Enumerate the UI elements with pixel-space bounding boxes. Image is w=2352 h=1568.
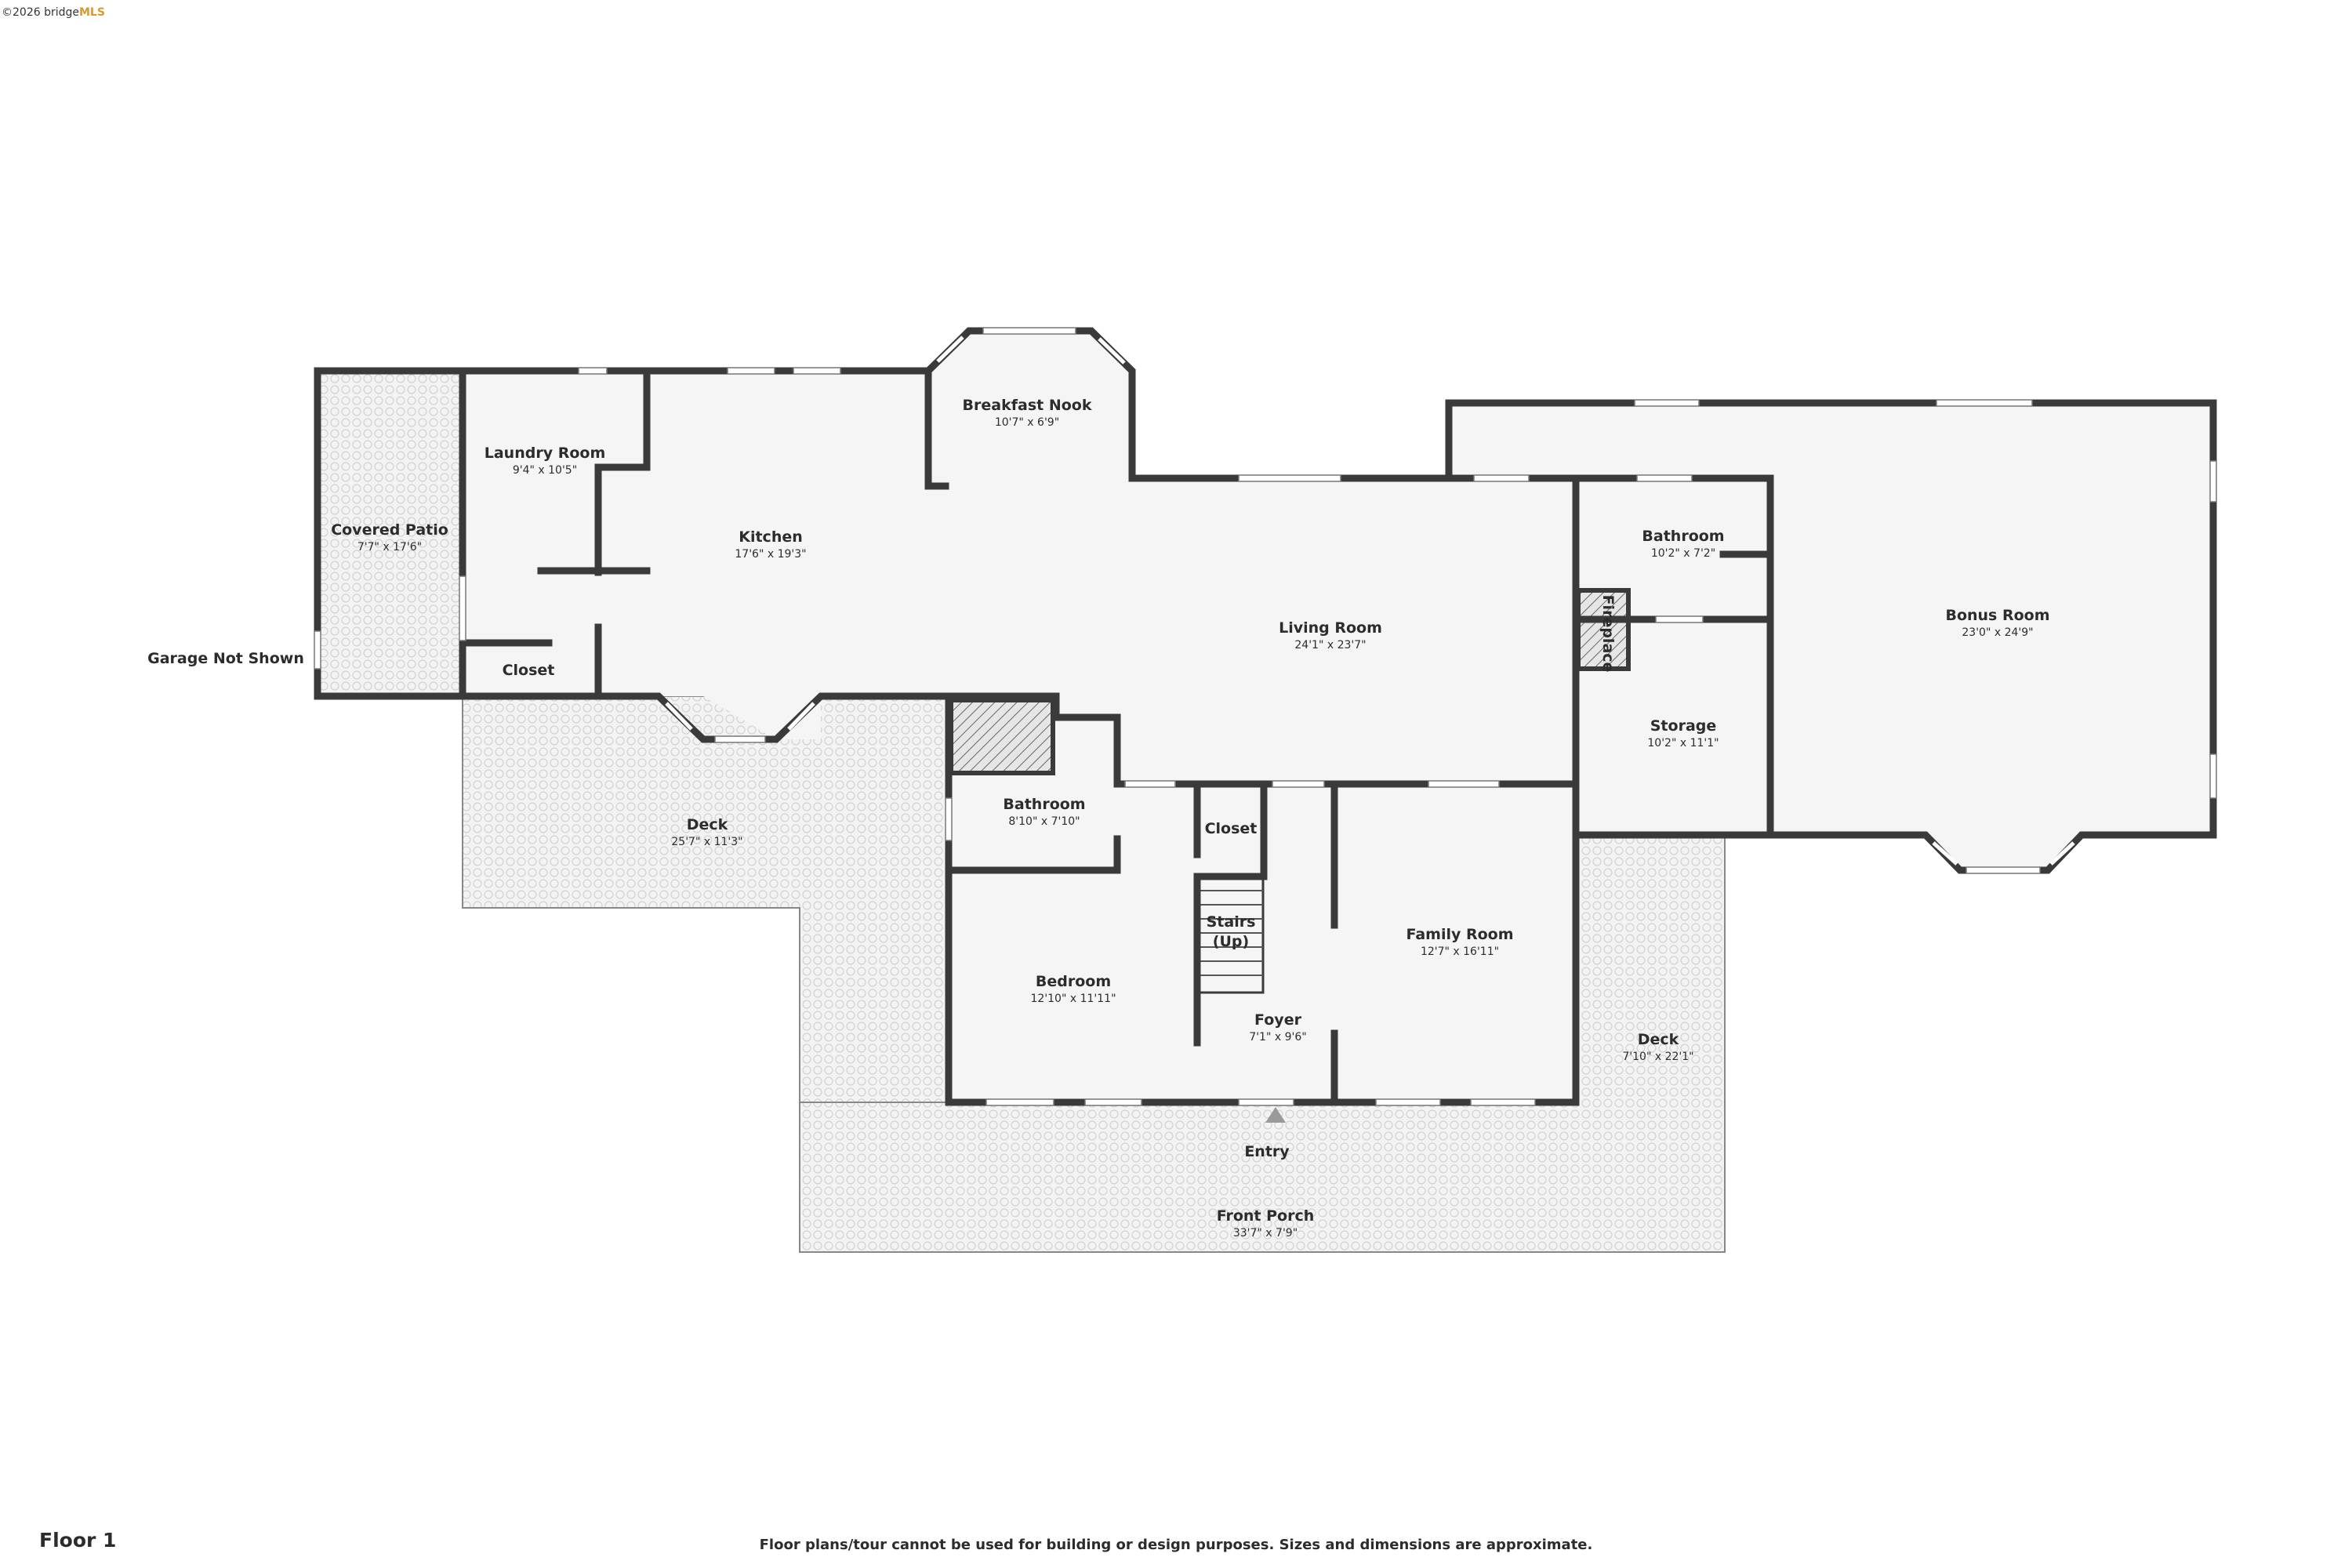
front-porch-label: Front Porch [1217,1207,1315,1225]
front-porch-dim: 33'7" x 7'9" [1233,1227,1298,1240]
stairs-treads [1196,875,1265,994]
family-room-label: Family Room [1406,926,1513,943]
bathroom-fixture-block [949,698,1055,775]
closet-left-label: Closet [503,662,555,679]
disclaimer-text: Floor plans/tour cannot be used for buil… [759,1537,1593,1553]
storage-dim: 10'2" x 11'1" [1647,737,1719,750]
floor-label: Floor 1 [39,1529,117,1552]
bedroom-label: Bedroom [1036,973,1111,990]
covered-patio-label: Covered Patio [331,521,448,539]
brand-text: MLS [79,6,105,19]
living-room-dim: 24'1" x 23'7" [1294,639,1366,652]
entry-arrow-icon [1265,1107,1286,1123]
bathroom-lower-dim: 8'10" x 7'10" [1008,815,1080,828]
stairs-label: Stairs [1207,913,1256,931]
closet-center-label: Closet [1205,820,1258,837]
bonus-floor [1449,403,2213,870]
bathroom-upper-dim: 10'2" x 7'2" [1651,547,1715,560]
garage-not-shown-label: Garage Not Shown [147,650,304,667]
bedroom-dim: 12'10" x 11'11" [1030,993,1116,1005]
laundry-room-dim: 9'4" x 10'5" [513,464,577,477]
kitchen-dim: 17'6" x 19'3" [735,548,806,561]
windows [314,327,2217,1106]
kitchen-label: Kitchen [739,528,803,546]
bay-windows [665,336,2075,866]
covered-patio-area [317,368,463,697]
bathroom-upper-label: Bathroom [1642,528,1724,545]
covered-patio-dim: 7'7" x 17'6" [358,541,422,554]
fireplace-block [1576,588,1631,671]
copyright-text: ©2026 bridge [2,6,79,19]
breakfast-nook-label: Breakfast Nook [963,397,1092,414]
bonus-room-dim: 23'0" x 24'9" [1962,626,2033,639]
breakfast-nook-dim: 10'7" x 6'9" [995,416,1059,429]
entry-label: Entry [1244,1143,1290,1160]
bathroom-lower-label: Bathroom [1003,796,1085,813]
deck-left-dim: 25'7" x 11'3" [671,836,742,848]
family-room-dim: 12'7" x 16'11" [1421,946,1499,958]
living-room-label: Living Room [1279,619,1382,637]
room-labels: Covered Patio 7'7" x 17'6" Laundry Room … [147,397,2049,1240]
deck-left-label: Deck [687,816,728,833]
bonus-room-label: Bonus Room [1945,607,2049,624]
bridge-mls-watermark: ©2026 bridgeMLS [2,6,105,19]
deck-area [462,695,949,1103]
stairs-up-label: (Up) [1213,933,1249,950]
foyer-label: Foyer [1254,1011,1302,1029]
laundry-room-label: Laundry Room [485,445,606,462]
deck-right-label: Deck [1638,1031,1679,1048]
foyer-dim: 7'1" x 9'6" [1249,1031,1306,1044]
fireplace-label: Fireplace [1599,595,1617,673]
deck-right-dim: 7'10" x 22'1" [1622,1051,1693,1063]
storage-label: Storage [1650,717,1717,735]
